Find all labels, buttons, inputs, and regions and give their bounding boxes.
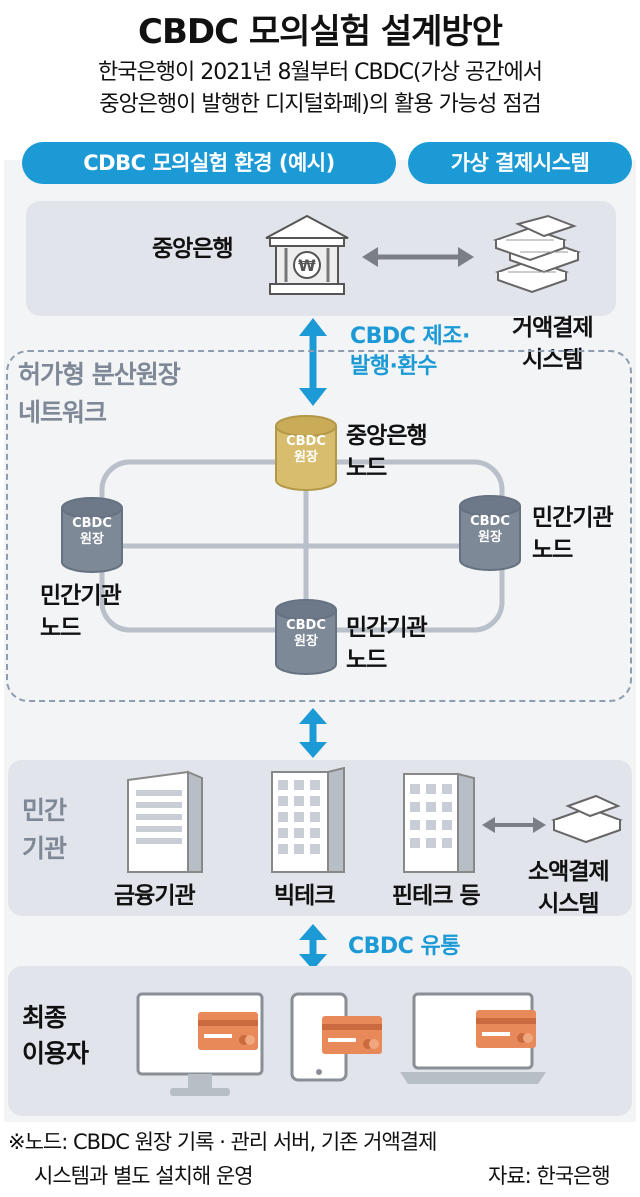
left-ledger-bottom: 원장 — [80, 532, 104, 547]
footnote-line2: 시스템과 별도 설치해 운영 — [34, 1164, 254, 1188]
vertical-arrow-middle-icon — [299, 708, 327, 758]
bottom-node-line2: 노드 — [346, 647, 387, 673]
right-node-label: 민간기관 노드 — [532, 502, 614, 566]
right-ledger-bottom: 원장 — [478, 530, 502, 545]
phone-icon — [290, 992, 382, 1082]
central-ledger-top: CBDC — [286, 434, 326, 449]
finance-building-icon — [127, 770, 203, 873]
svg-text:₩: ₩ — [298, 256, 316, 275]
issue-line1: CBDC 제조· — [350, 324, 470, 349]
right-node-line1: 민간기관 — [532, 505, 614, 531]
private-inst-label: 민간 기관 — [22, 792, 67, 868]
monitor-icon — [136, 992, 264, 1096]
small-payment-label: 소액결제 시스템 — [528, 856, 610, 920]
bigtech-building-icon — [271, 766, 345, 873]
end-user-line1: 최종 — [22, 1003, 67, 1032]
money-stack-icon — [492, 214, 582, 294]
network-box — [6, 350, 632, 702]
bigtech-label: 빅테크 — [274, 883, 335, 909]
left-node-label: 민간기관 노드 — [40, 580, 122, 644]
left-ledger-text: CBDC 원장 — [60, 516, 124, 548]
small-money-icon — [551, 794, 623, 844]
right-ledger-text: CBDC 원장 — [458, 514, 522, 546]
source-label: 자료: 한국은행 — [488, 1164, 611, 1188]
fintech-label: 핀테크 등 — [392, 883, 481, 909]
central-bank-label: 중앙은행 — [152, 236, 234, 262]
central-node-line1: 중앙은행 — [346, 423, 428, 449]
circulation-label: CBDC 유통 — [348, 934, 460, 959]
footnote-line1: ※노드: CBDC 원장 기록 · 관리 서버, 기존 거액결제 — [8, 1130, 437, 1154]
end-user-label: 최종 이용자 — [22, 1000, 89, 1072]
central-ledger-bottom: 원장 — [294, 450, 318, 465]
private-inst-line2: 기관 — [22, 834, 67, 863]
double-arrow-horizontal-icon — [362, 247, 474, 267]
large-payment-line1: 거액결제 — [512, 315, 594, 341]
finance-label: 금융기관 — [114, 883, 196, 909]
network-line2: 네트워크 — [18, 398, 107, 427]
left-node-line2: 노드 — [40, 615, 81, 641]
bottom-ledger-cylinder-icon — [275, 599, 337, 675]
small-payment-arrow-icon — [482, 817, 546, 833]
page-title: CBDC 모의실험 설계방안 — [138, 12, 503, 52]
bank-icon: ₩ — [265, 214, 349, 295]
laptop-icon — [400, 992, 546, 1084]
fintech-building-icon — [403, 772, 475, 873]
env-pill: CDBC 모의실험 환경 (예시) — [22, 142, 396, 184]
right-node-line2: 노드 — [532, 537, 573, 563]
right-ledger-top: CBDC — [470, 514, 510, 529]
left-ledger-top: CBDC — [72, 516, 112, 531]
bottom-node-line1: 민간기관 — [346, 615, 428, 641]
end-user-line2: 이용자 — [22, 1039, 89, 1068]
vertical-arrow-circulation-icon — [299, 924, 327, 970]
private-inst-line1: 민간 — [22, 796, 67, 825]
bottom-node-label: 민간기관 노드 — [346, 612, 428, 676]
subtitle-line1: 한국은행이 2021년 8월부터 CBDC(가상 공간에서 — [98, 60, 543, 85]
network-label: 허가형 분산원장 네트워크 — [18, 356, 181, 432]
bottom-ledger-top: CBDC — [286, 618, 326, 633]
issue-label: CBDC 제조· 발행·환수 — [350, 322, 470, 382]
central-node-label: 중앙은행 노드 — [346, 420, 428, 484]
left-ledger-cylinder-icon — [61, 497, 123, 573]
central-ledger-text: CBDC 원장 — [274, 434, 338, 466]
issue-line2: 발행·환수 — [350, 354, 437, 379]
small-payment-line1: 소액결제 — [528, 859, 610, 885]
bottom-ledger-bottom: 원장 — [294, 634, 318, 649]
bottom-ledger-text: CBDC 원장 — [274, 618, 338, 650]
central-node-line2: 노드 — [346, 455, 387, 481]
right-ledger-cylinder-icon — [459, 495, 521, 571]
central-ledger-cylinder-icon — [275, 415, 337, 491]
small-payment-line2: 시스템 — [538, 891, 599, 917]
left-node-line1: 민간기관 — [40, 583, 122, 609]
subtitle-line2: 중앙은행이 발행한 디지털화폐)의 활용 가능성 점검 — [99, 92, 542, 117]
payment-pill: 가상 결제시스템 — [408, 142, 632, 184]
vertical-arrow-issue-icon — [299, 318, 327, 406]
network-line1: 허가형 분산원장 — [18, 360, 181, 389]
